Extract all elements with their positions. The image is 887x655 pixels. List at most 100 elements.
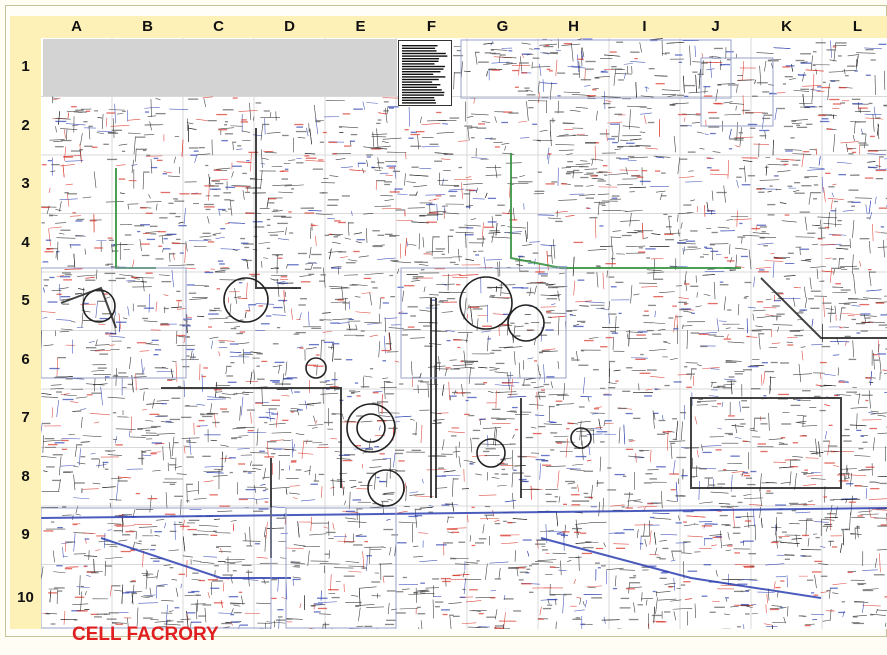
metabolite-label [492, 409, 501, 410]
pathway-stroke [435, 369, 448, 370]
metabolite-label [665, 239, 674, 240]
pathway-stroke [452, 502, 454, 512]
metabolite-label [117, 480, 127, 481]
metabolite-label [766, 490, 770, 491]
metabolite-label [794, 193, 804, 194]
metabolite-label [150, 549, 156, 550]
metabolite-label [241, 243, 249, 244]
pathway-stroke [820, 372, 821, 379]
metabolite-label [218, 260, 223, 261]
pathway-stroke [645, 539, 647, 547]
metabolite-label [203, 367, 208, 368]
pathway-stroke [655, 548, 657, 555]
pathway-stroke [142, 450, 152, 451]
pathway-stroke [874, 107, 875, 117]
pathway-stroke [854, 121, 855, 133]
pathway-stroke [566, 469, 581, 470]
metabolite-label [77, 444, 82, 445]
metabolite-label [471, 367, 475, 368]
pathway-stroke [489, 562, 508, 563]
pathway-stroke [331, 288, 350, 289]
metabolite-label [757, 225, 766, 226]
pathway-stroke [746, 606, 752, 607]
metabolite-label [314, 611, 321, 612]
pathway-stroke [462, 623, 476, 624]
pathway-stroke [744, 296, 748, 297]
metabolite-label [492, 53, 500, 54]
metabolite-label [483, 451, 489, 452]
pathway-stroke [242, 131, 250, 132]
metabolite-label [518, 90, 528, 91]
metabolite-label [388, 428, 397, 429]
pathway-stroke [406, 486, 407, 502]
metabolite-label [298, 304, 305, 305]
metabolite-label [777, 512, 783, 513]
metabolite-label [564, 594, 572, 595]
metabolite-label [779, 293, 784, 294]
metabolite-label [523, 539, 532, 540]
pathway-stroke [373, 132, 374, 148]
metabolite-label [366, 555, 372, 556]
pathway-stroke [530, 287, 531, 296]
pathway-stroke [321, 340, 322, 358]
pathway-stroke [832, 184, 836, 185]
pathway-stroke [608, 173, 627, 174]
metabolite-label [847, 148, 853, 149]
metabolite-label [61, 140, 72, 141]
metabolite-label [211, 180, 220, 181]
metabolite-label [77, 610, 88, 611]
pathway-stroke [442, 439, 444, 450]
pathway-stroke [191, 351, 193, 360]
pathway-stroke [239, 354, 253, 355]
metabolite-label [356, 499, 361, 500]
pathway-stroke [659, 540, 667, 541]
metabolite-label [626, 588, 635, 589]
pathway-stroke [237, 448, 249, 449]
metabolite-label [248, 430, 254, 431]
metabolite-label [409, 194, 416, 195]
metabolite-label [63, 399, 74, 400]
pathway-stroke [169, 253, 170, 262]
pathway-stroke [487, 71, 488, 76]
metabolite-label [107, 618, 117, 619]
metabolite-label [686, 387, 692, 388]
metabolite-label [802, 535, 809, 536]
metabolite-label [720, 284, 729, 285]
metabolite-label [727, 381, 736, 382]
metabolite-label [105, 565, 112, 566]
metabolite-label [684, 366, 687, 367]
pathway-stroke [102, 487, 115, 488]
metabolite-label [438, 301, 443, 302]
pathway-stroke [762, 115, 764, 129]
metabolite-label [105, 332, 108, 333]
pathway-stroke [718, 227, 730, 228]
metabolite-label [371, 281, 375, 282]
metabolite-label [471, 507, 474, 508]
pathway-stroke [865, 118, 883, 119]
pathway-stroke [268, 232, 284, 233]
column-label-c: C [183, 16, 254, 38]
metabolite-label [720, 64, 725, 65]
metabolite-label [477, 127, 487, 128]
pathway-stroke [385, 199, 395, 200]
pathway-stroke [712, 601, 719, 602]
pathway-stroke [106, 202, 124, 203]
metabolite-label [412, 450, 421, 451]
metabolite-label [131, 580, 135, 581]
pathway-stroke [846, 144, 847, 152]
metabolite-label [636, 334, 645, 335]
pathway-stroke [540, 130, 548, 131]
metabolite-label [543, 608, 551, 609]
metabolite-label [178, 225, 186, 226]
metabolite-label [521, 287, 528, 288]
pathway-stroke [321, 486, 322, 498]
metabolite-label [239, 499, 248, 500]
row-label-4: 4 [10, 234, 41, 251]
metabolite-label [538, 426, 545, 427]
pathway-stroke [299, 404, 314, 405]
metabolite-label [830, 588, 838, 589]
pathway-stroke [849, 513, 850, 531]
pathway-stroke [596, 111, 597, 121]
pathway-stroke [738, 304, 739, 315]
pathway-stroke [841, 469, 857, 470]
